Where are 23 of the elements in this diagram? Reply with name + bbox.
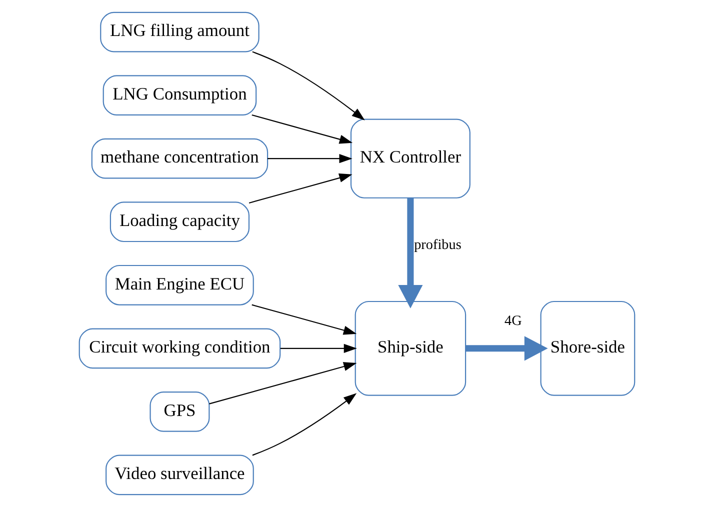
arrow [267, 154, 352, 164]
arrow [248, 173, 352, 204]
node-box: Main Engine ECU [105, 264, 254, 306]
node-box: Circuit working condition [78, 328, 280, 369]
node-box: Video surveillance [105, 454, 254, 496]
node-box: LNG Consumption [102, 75, 256, 116]
arrow [398, 198, 422, 308]
arrow [252, 393, 356, 456]
arrow [251, 114, 352, 144]
node-box: methane concentration [90, 138, 268, 179]
arrow [208, 362, 356, 404]
node-box: Loading capacity [109, 202, 250, 242]
arrow [465, 336, 548, 361]
node-box: Ship-side [354, 300, 466, 396]
arrow [252, 51, 364, 120]
edge-label: 4G [504, 312, 522, 329]
node-box: GPS [149, 392, 210, 432]
arrow [280, 344, 356, 353]
node-box: LNG filling amount [100, 12, 259, 52]
node-box: NX Controller [350, 118, 470, 198]
edge-label: profibus [414, 236, 461, 253]
arrow [251, 304, 356, 335]
node-box: Shore-side [540, 300, 635, 396]
